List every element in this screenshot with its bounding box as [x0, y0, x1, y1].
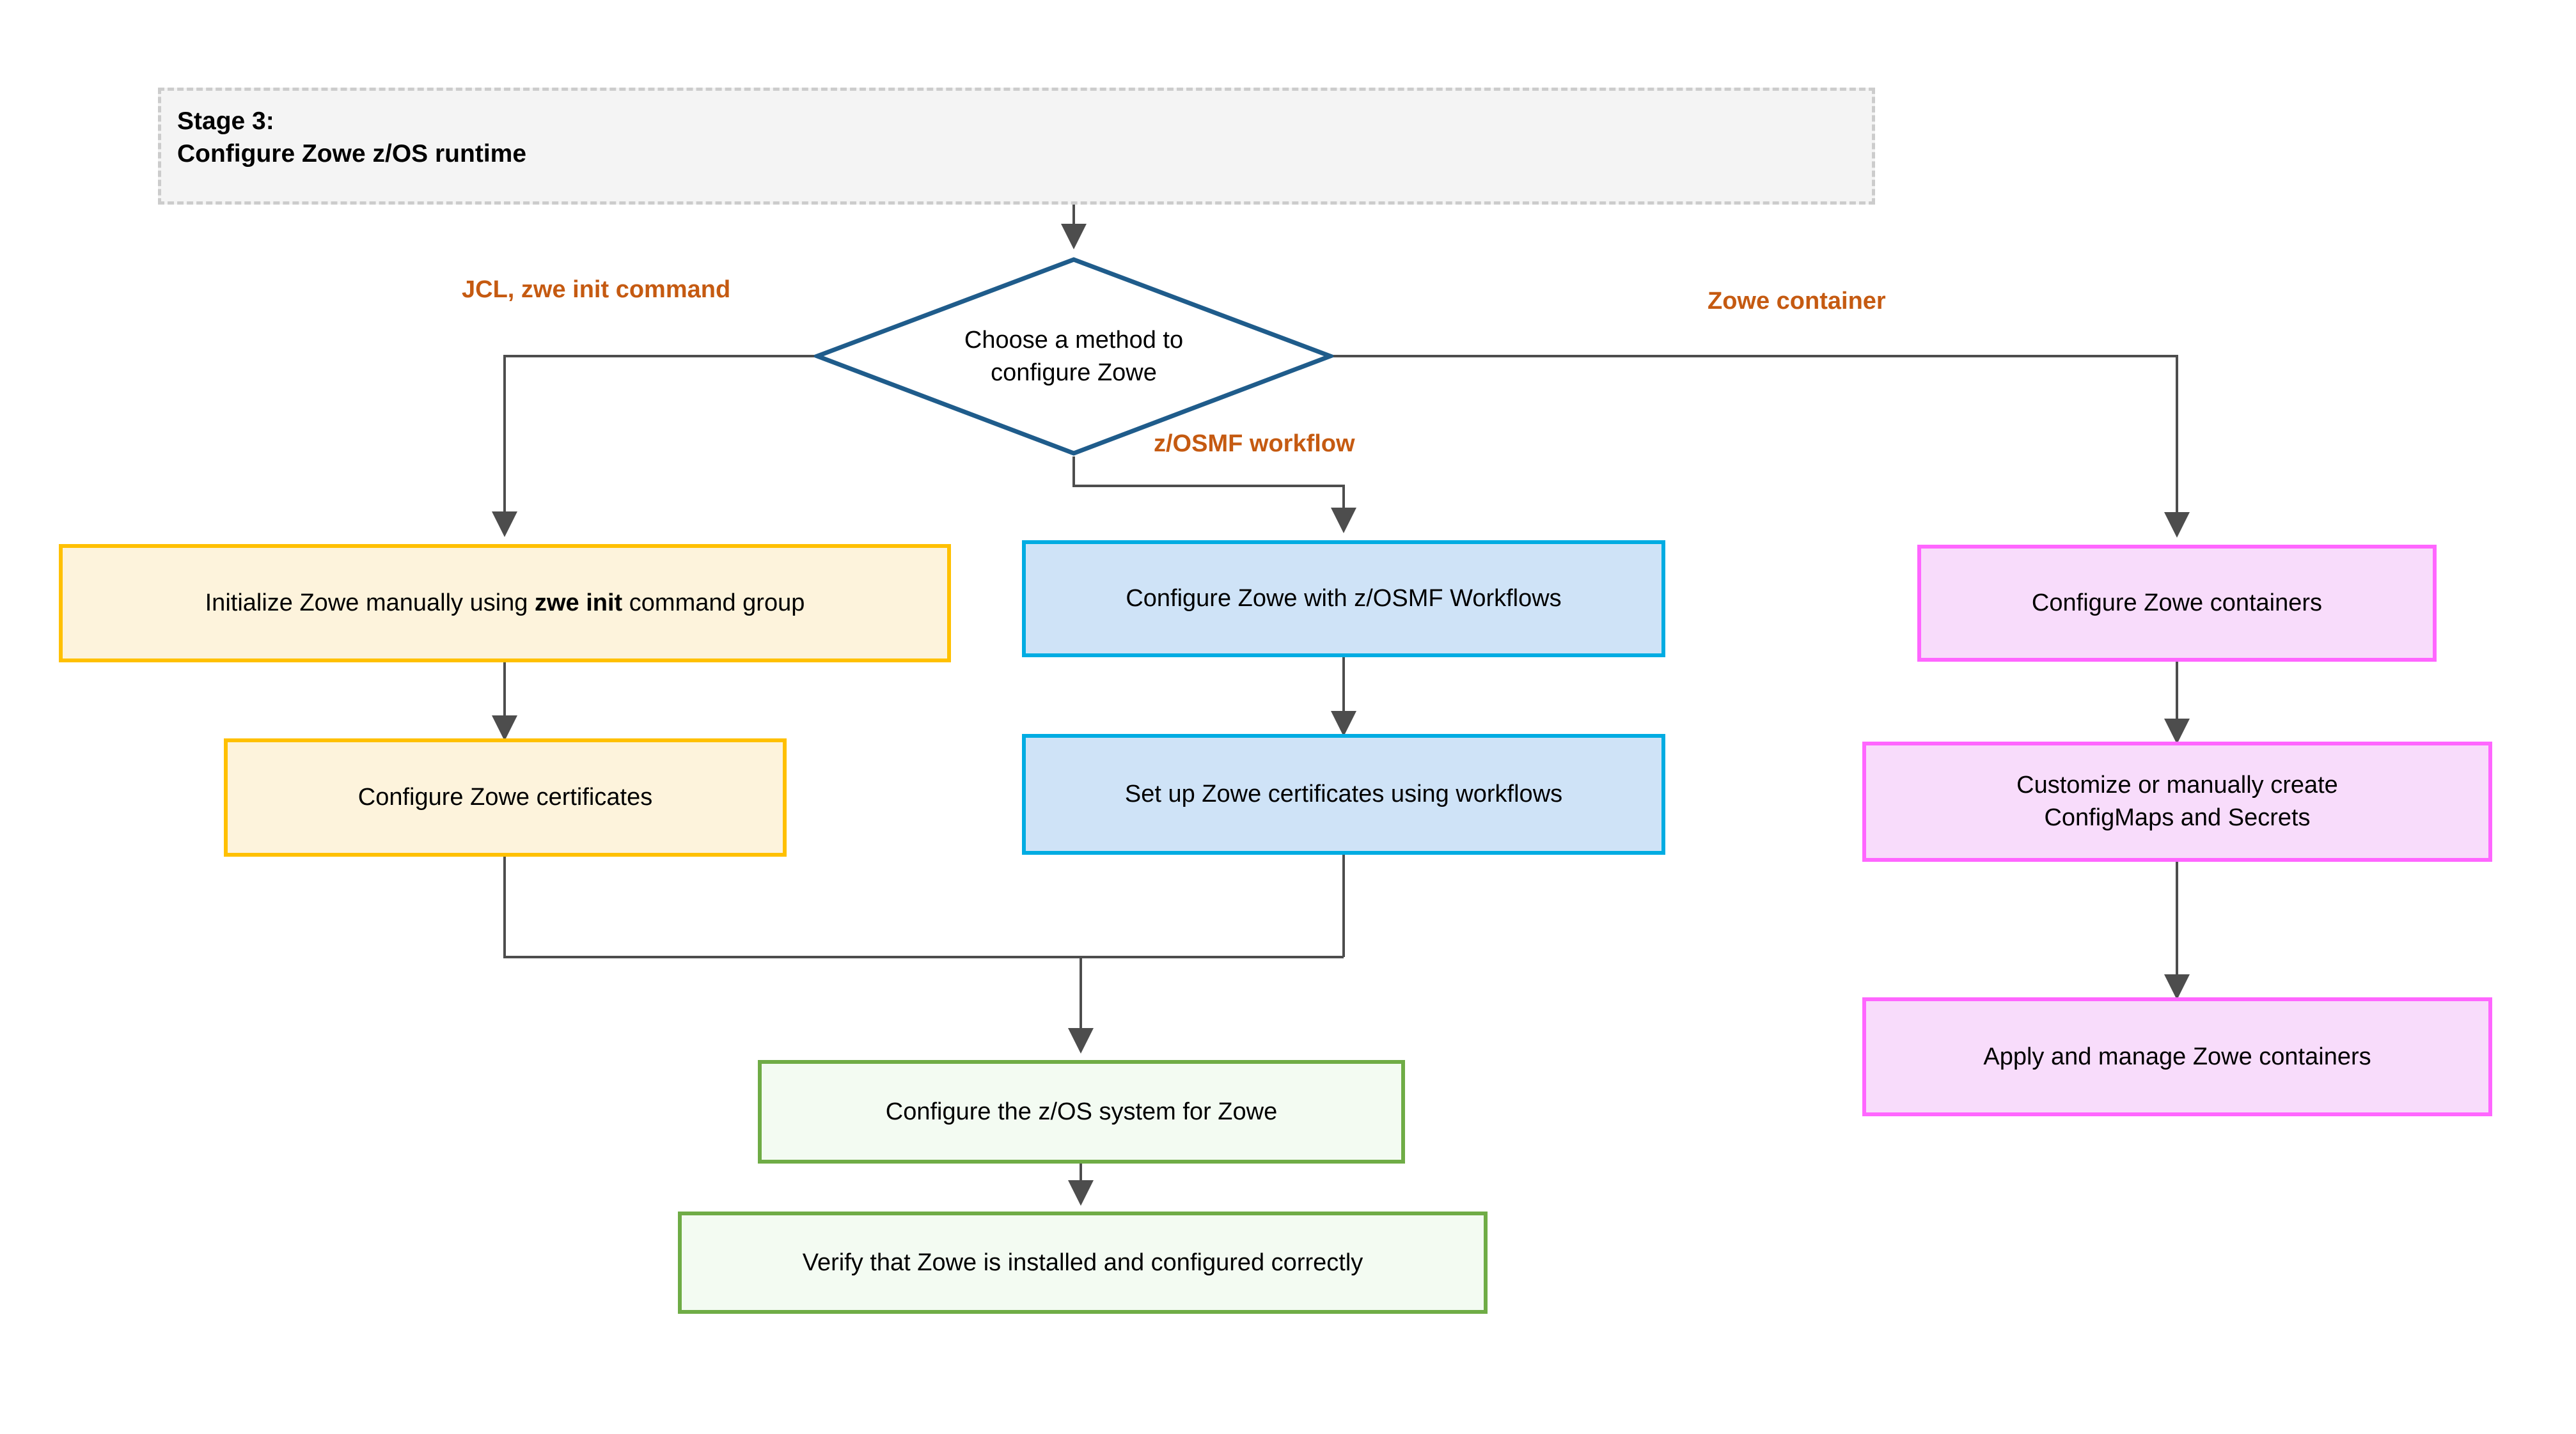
- edge-decision-to-container: [1333, 355, 2190, 538]
- node-label: Initialize Zowe manually using zwe init …: [205, 587, 805, 620]
- node-configure-zowe-with-zosmf-workflows[interactable]: Configure Zowe with z/OSMF Workflows: [1022, 540, 1665, 657]
- node-label: Verify that Zowe is installed and config…: [802, 1249, 1363, 1276]
- node-apply-and-manage-zowe-containers[interactable]: Apply and manage Zowe containers: [1862, 997, 2492, 1116]
- edge-jcl-merge: [503, 857, 1344, 958]
- decision-node[interactable]: Choose a method to configure Zowe: [814, 256, 1333, 456]
- node-configure-zowe-certificates[interactable]: Configure Zowe certificates: [224, 738, 787, 857]
- stage-header-label: Stage 3: Configure Zowe z/OS runtime: [177, 107, 527, 168]
- node-verify-zowe-installed-and-configured[interactable]: Verify that Zowe is installed and config…: [678, 1212, 1488, 1314]
- node-text-bold: zwe init: [534, 589, 623, 617]
- node-configure-zos-system-for-zowe[interactable]: Configure the z/OS system for Zowe: [758, 1060, 1405, 1164]
- node-text-before: Initialize Zowe manually using: [205, 589, 535, 617]
- node-customize-configmaps-and-secrets[interactable]: Customize or manually create ConfigMaps …: [1862, 742, 2492, 862]
- edge-label-zosmf: z/OSMF workflow: [1154, 430, 1355, 457]
- node-label: Configure Zowe containers: [2031, 589, 2323, 617]
- edge-label-container: Zowe container: [1708, 288, 1886, 315]
- node-label: Set up Zowe certificates using workflows: [1124, 781, 1563, 808]
- stage-header-box: Stage 3: Configure Zowe z/OS runtime: [158, 88, 1875, 205]
- node-text-after: command group: [622, 589, 805, 617]
- node-label: Configure the z/OS system for Zowe: [885, 1098, 1278, 1125]
- node-label: Customize or manually create ConfigMaps …: [2016, 772, 2338, 831]
- edge-label-jcl: JCL, zwe init command: [462, 276, 731, 303]
- decision-label: Choose a method to configure Zowe: [964, 327, 1184, 386]
- edge-decision-to-jcl: [492, 355, 814, 537]
- node-configure-zowe-containers[interactable]: Configure Zowe containers: [1917, 545, 2437, 662]
- node-label: Configure Zowe with z/OSMF Workflows: [1126, 585, 1562, 612]
- decision-diamond-shape: [814, 257, 1333, 456]
- node-label: Configure Zowe certificates: [357, 784, 653, 811]
- edge-decision-to-zosmf: [1072, 456, 1356, 533]
- node-initialize-zowe-manually[interactable]: Initialize Zowe manually using zwe init …: [59, 544, 951, 662]
- node-setup-zowe-certificates-using-workflows[interactable]: Set up Zowe certificates using workflows: [1022, 734, 1665, 855]
- node-label: Apply and manage Zowe containers: [1983, 1043, 2371, 1070]
